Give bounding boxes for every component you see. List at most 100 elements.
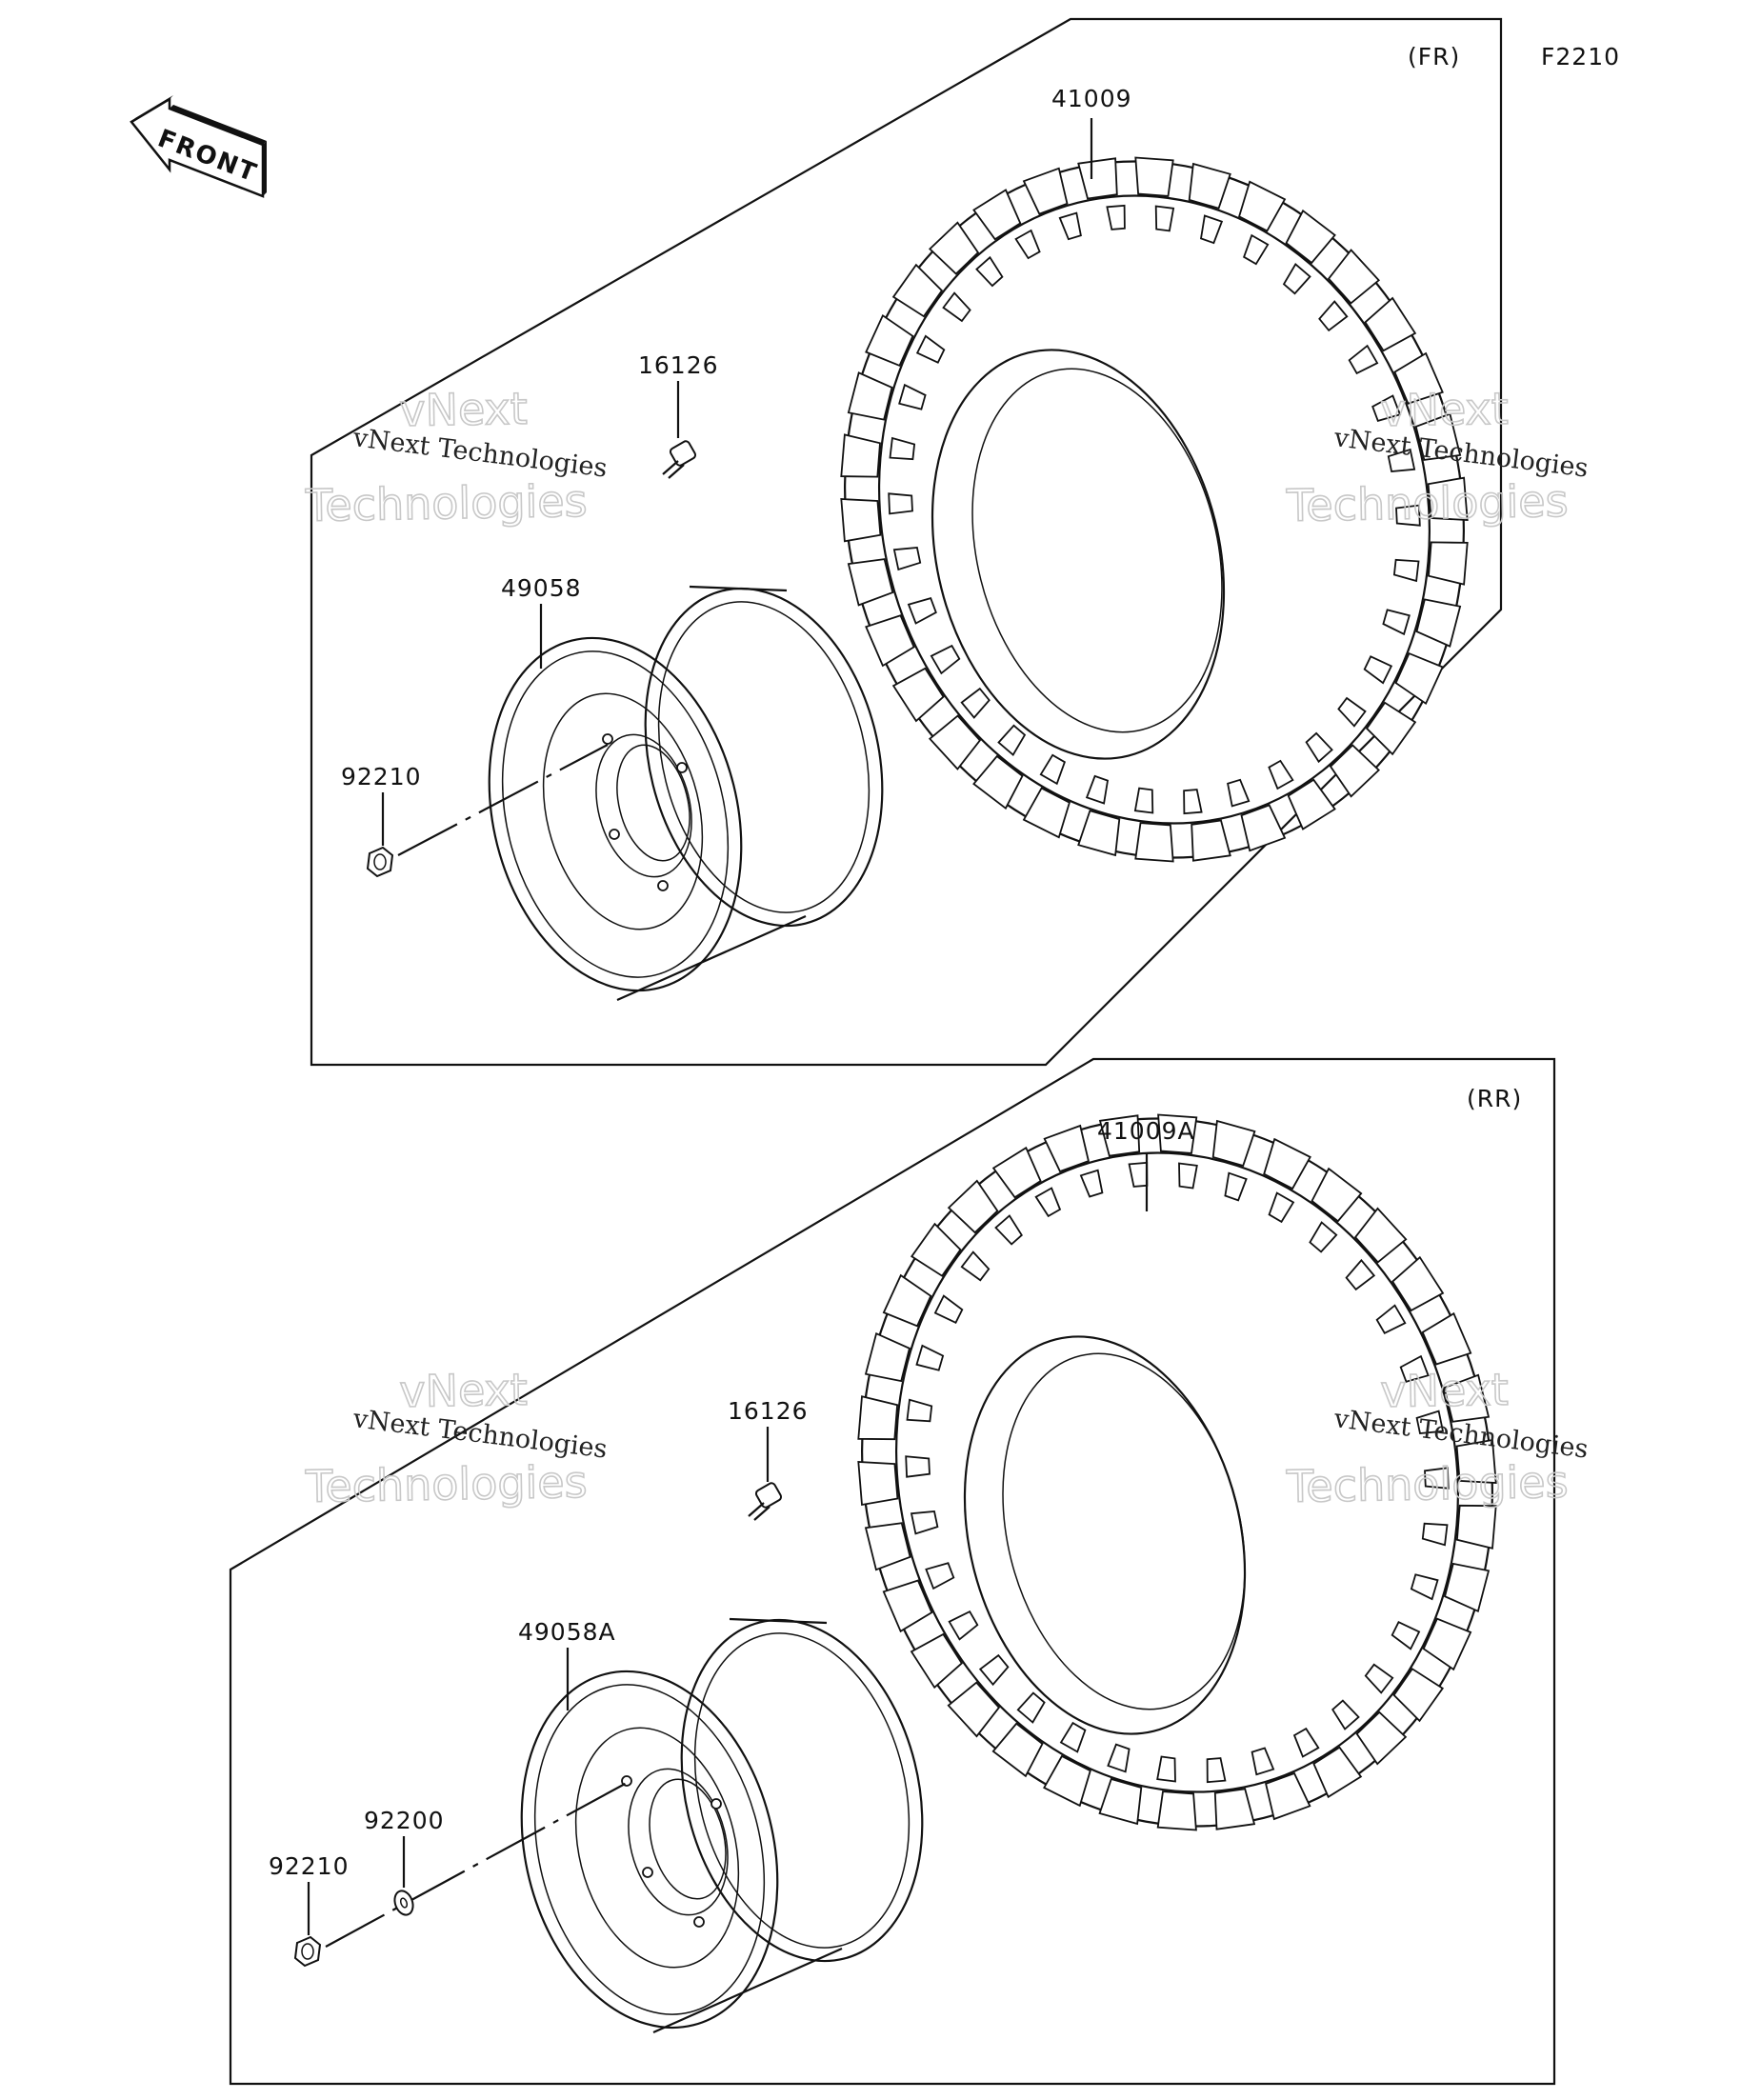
- tread-lug: [1391, 1255, 1445, 1312]
- tread-block: [892, 547, 922, 571]
- tread-block: [925, 1562, 955, 1590]
- tread-lug: [1353, 1207, 1408, 1264]
- tread-block: [906, 1398, 933, 1423]
- tread-block: [910, 1510, 939, 1535]
- tread-block: [1345, 1258, 1376, 1291]
- tread-lug: [1421, 1311, 1472, 1366]
- tread-lug: [840, 498, 882, 543]
- rear-tire-part-number: 41009A: [1097, 1117, 1195, 1145]
- tread-lug: [991, 1722, 1044, 1778]
- tread-lug: [1022, 787, 1071, 839]
- watermark-word: Technologies: [1286, 1456, 1569, 1512]
- tread-block: [1392, 558, 1420, 583]
- tread-lug: [928, 714, 982, 770]
- rear-nut-axis-line: [325, 1782, 628, 1948]
- watermark-word: Technologies: [305, 475, 588, 531]
- tread-lug: [910, 1632, 963, 1690]
- tread-block: [1251, 1747, 1275, 1776]
- tread-block: [1034, 1187, 1062, 1218]
- tread-block: [1268, 759, 1294, 790]
- tread-lug: [865, 614, 915, 668]
- rear-washer-icon: [393, 1890, 414, 1916]
- tread-lug: [1443, 1373, 1491, 1423]
- tread-lug: [1422, 1617, 1472, 1671]
- tread-lug: [928, 221, 980, 275]
- tread-lug: [1287, 778, 1336, 830]
- tread-block: [1133, 787, 1154, 814]
- tread-block: [1242, 233, 1270, 266]
- tread-block: [1058, 211, 1082, 241]
- tread-lug: [1043, 1124, 1090, 1173]
- tread-lug: [1265, 1771, 1311, 1821]
- tread-block: [1375, 1304, 1407, 1334]
- tread-lug: [1156, 1790, 1197, 1831]
- rear-nut-part-number: 92210: [269, 1852, 350, 1880]
- tread-block: [994, 1214, 1023, 1246]
- front-group-frame: [310, 17, 1503, 1067]
- watermark-word: vNext: [399, 1364, 528, 1417]
- tread-lug: [911, 1222, 962, 1277]
- tread-block: [1309, 1221, 1338, 1253]
- tread-lug: [1191, 819, 1231, 862]
- tread-block: [1337, 696, 1367, 728]
- tread-block: [1382, 609, 1411, 636]
- tread-lug: [1134, 822, 1174, 863]
- tread-lug: [1077, 157, 1118, 200]
- tread-block: [1154, 205, 1175, 232]
- front-wheel: [488, 585, 884, 1002]
- tread-block: [1183, 789, 1203, 815]
- tread-block: [1268, 1191, 1295, 1224]
- tread-block: [1206, 1757, 1227, 1784]
- tread-lug: [1329, 744, 1381, 798]
- tread-lug: [1043, 1754, 1091, 1808]
- tread-lug: [1285, 209, 1336, 265]
- rear-nut-icon: [293, 1935, 322, 1968]
- tread-lug: [1098, 1114, 1141, 1157]
- tread-block: [1348, 344, 1379, 375]
- tread-block: [942, 291, 971, 323]
- tread-lug: [1393, 351, 1444, 405]
- tread-block: [1014, 229, 1041, 260]
- tread-lug: [1427, 476, 1469, 521]
- watermark-top-left: vNext Technologies vNext Technologies: [304, 382, 609, 532]
- tread-block: [898, 383, 927, 410]
- tread-block: [1106, 204, 1126, 230]
- tread-lug: [1428, 541, 1469, 586]
- tread-lug: [1211, 1119, 1256, 1168]
- diagram-code: F2210: [1541, 43, 1620, 70]
- tread-lug: [1455, 1438, 1497, 1484]
- tread-lug: [947, 1179, 999, 1234]
- tread-lug: [857, 1395, 899, 1441]
- tread-block: [915, 334, 946, 364]
- tread-block: [930, 644, 961, 675]
- tread-block: [1292, 1727, 1320, 1758]
- watermark-word: Technologies: [305, 1456, 588, 1512]
- rear-valve-icon: [748, 1482, 783, 1521]
- tread-lug: [1444, 1562, 1491, 1613]
- tread-lug: [947, 1681, 1001, 1738]
- tread-lug: [1238, 180, 1287, 232]
- tread-block: [1085, 774, 1110, 805]
- tread-block: [1331, 1699, 1360, 1730]
- tread-block: [1199, 214, 1224, 245]
- tread-lug: [1312, 1746, 1363, 1799]
- tread-block: [960, 1250, 991, 1282]
- tread-block: [1016, 1691, 1046, 1724]
- tread-lug: [882, 1579, 933, 1633]
- tread-lug: [891, 263, 944, 318]
- tread-block: [1391, 1621, 1421, 1650]
- tread-block: [978, 1653, 1010, 1687]
- rear-group-label: (RR): [1467, 1085, 1522, 1112]
- tread-lug: [891, 667, 945, 723]
- watermark-word: vNext: [1380, 1364, 1509, 1417]
- tread-lug: [882, 1273, 932, 1328]
- tread-lug: [1157, 1113, 1198, 1154]
- tread-lug: [1355, 1710, 1408, 1766]
- front-group: (FR) 41009 16126: [310, 17, 1503, 1067]
- tread-lug: [1098, 1777, 1143, 1826]
- tread-block: [1107, 1743, 1131, 1773]
- rear-group-frame: [229, 1057, 1556, 2086]
- rear-valve-part-number: 16126: [728, 1397, 809, 1425]
- tread-block: [1227, 778, 1251, 808]
